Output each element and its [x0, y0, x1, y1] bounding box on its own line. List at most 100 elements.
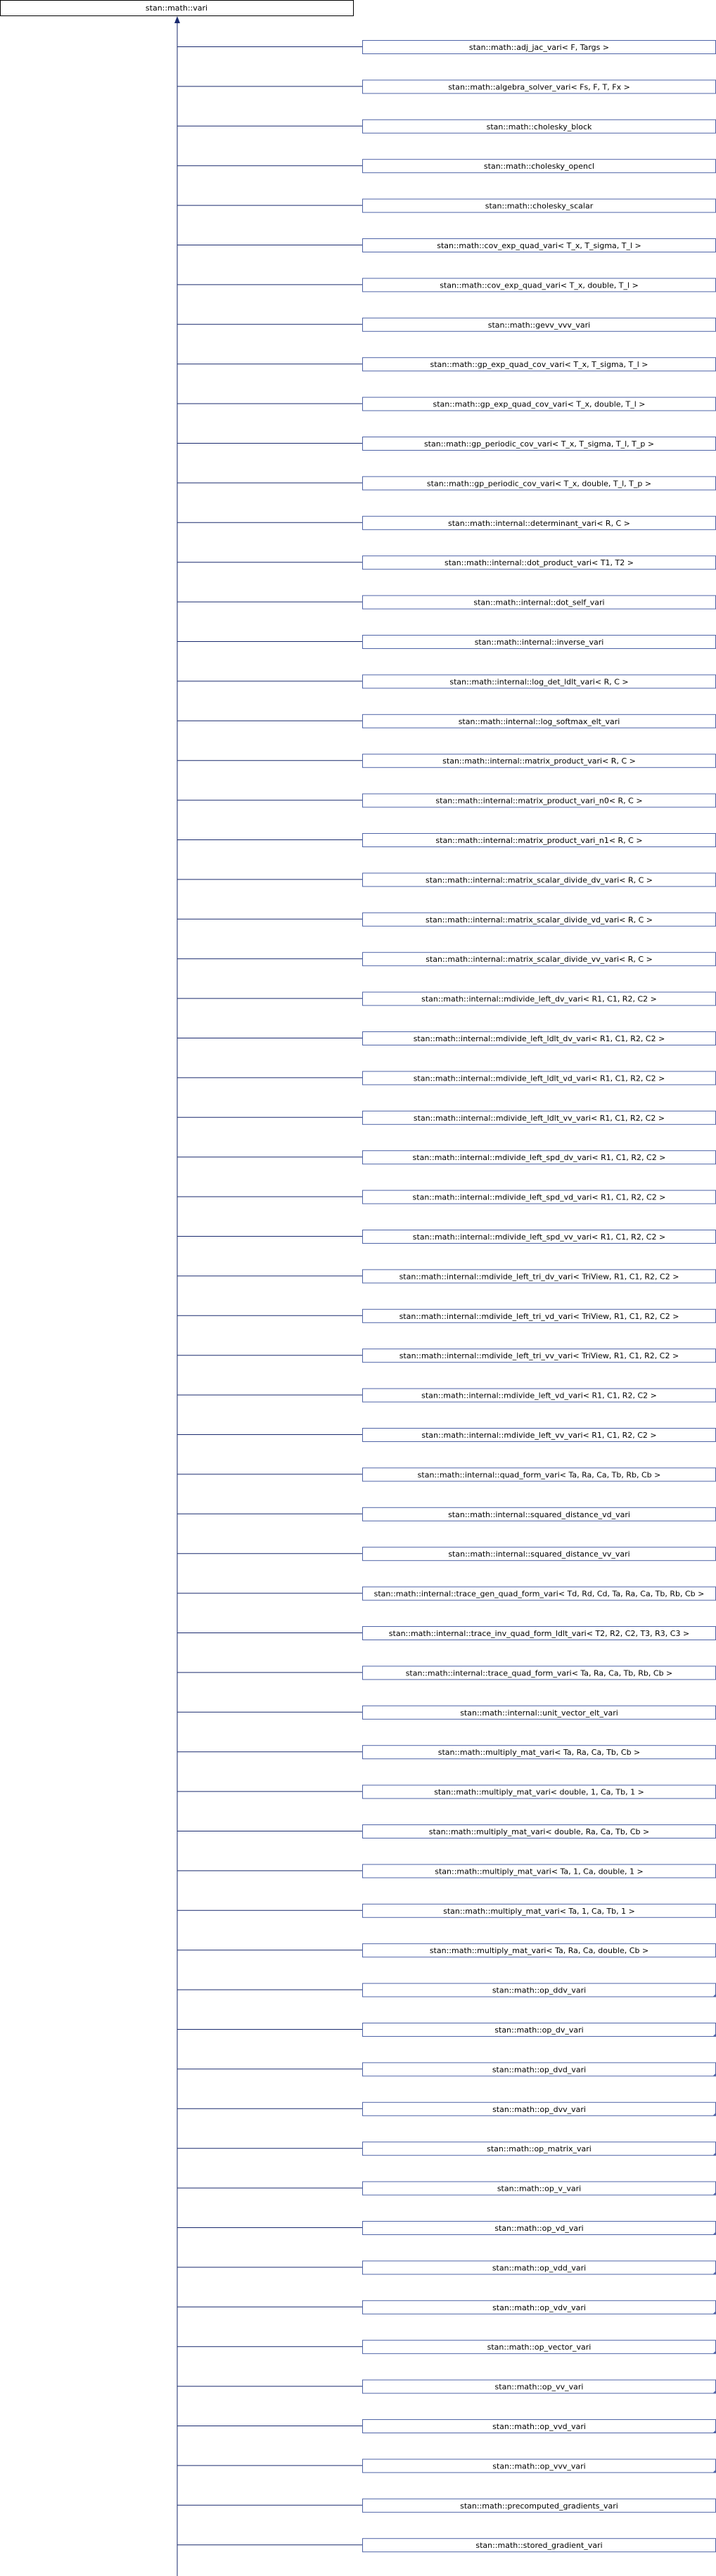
derived-class-node[interactable]: stan::math::internal::inverse_vari [362, 635, 716, 649]
truncated-indicator-icon [712, 2311, 716, 2314]
derived-class-label: stan::math::cholesky_block [487, 122, 592, 131]
derived-class-label: stan::math::gp_periodic_cov_vari< T_x, T… [424, 439, 654, 449]
derived-class-node[interactable]: stan::math::internal::mdivide_left_spd_v… [362, 1190, 716, 1204]
derived-class-node[interactable]: stan::math::internal::matrix_scalar_divi… [362, 952, 716, 967]
derived-class-node[interactable]: stan::math::internal::mdivide_left_vv_va… [362, 1428, 716, 1442]
derived-class-node[interactable]: stan::math::internal::squared_distance_v… [362, 1507, 716, 1521]
derived-class-node[interactable]: stan::math::op_vd_vari [362, 2221, 716, 2235]
derived-class-node[interactable]: stan::math::cholesky_opencl [362, 159, 716, 174]
derived-class-node[interactable]: stan::math::multiply_mat_vari< Ta, Ra, C… [362, 1943, 716, 1958]
derived-class-node[interactable]: stan::math::cholesky_block [362, 119, 716, 134]
derived-class-label: stan::math::internal::squared_distance_v… [448, 1550, 629, 1559]
derived-class-node[interactable]: stan::math::op_matrix_vari [362, 2142, 716, 2156]
derived-class-node[interactable]: stan::math::algebra_solver_vari< Fs, F, … [362, 79, 716, 94]
derived-class-node[interactable]: stan::math::op_vdd_vari [362, 2260, 716, 2275]
derived-class-node[interactable]: stan::math::adj_jac_vari< F, Targs > [362, 40, 716, 54]
derived-class-node[interactable]: stan::math::internal::mdivide_left_vd_va… [362, 1388, 716, 1403]
derived-class-node[interactable]: stan::math::op_vvv_vari [362, 2459, 716, 2473]
derived-class-label: stan::math::internal::log_softmax_elt_va… [459, 717, 620, 726]
derived-class-label: stan::math::gp_periodic_cov_vari< T_x, d… [427, 479, 651, 488]
derived-class-node[interactable]: stan::math::multiply_mat_vari< Ta, Ra, C… [362, 1745, 716, 1760]
truncated-indicator-icon [712, 2430, 716, 2433]
derived-class-node[interactable]: stan::math::stored_gradient_vari [362, 2538, 716, 2553]
derived-class-label: stan::math::internal::trace_gen_quad_for… [374, 1590, 705, 1599]
derived-class-node[interactable]: stan::math::internal::quad_form_vari< Ta… [362, 1467, 716, 1482]
derived-class-node[interactable]: stan::math::internal::matrix_product_var… [362, 793, 716, 808]
derived-class-node[interactable]: stan::math::internal::matrix_product_var… [362, 833, 716, 847]
derived-class-node[interactable]: stan::math::internal::trace_gen_quad_for… [362, 1586, 716, 1601]
derived-class-label: stan::math::internal::mdivide_left_ldlt_… [414, 1034, 665, 1043]
derived-class-node[interactable]: stan::math::internal::mdivide_left_tri_v… [362, 1348, 716, 1363]
derived-class-node[interactable]: stan::math::multiply_mat_vari< double, 1… [362, 1784, 716, 1799]
derived-class-label: stan::math::internal::dot_self_vari [473, 598, 604, 607]
derived-class-label: stan::math::internal::mdivide_left_vd_va… [421, 1391, 657, 1400]
inheritance-edges [174, 16, 363, 2576]
derived-class-node[interactable]: stan::math::internal::determinant_vari< … [362, 515, 716, 530]
derived-class-label: stan::math::internal::matrix_product_var… [435, 836, 642, 845]
derived-class-label: stan::math::internal::mdivide_left_spd_v… [413, 1232, 665, 1242]
derived-class-label: stan::math::internal::mdivide_left_vv_va… [421, 1431, 656, 1440]
derived-class-node[interactable]: stan::math::cov_exp_quad_vari< T_x, doub… [362, 278, 716, 292]
derived-class-node[interactable]: stan::math::multiply_mat_vari< Ta, 1, Ca… [362, 1903, 716, 1918]
derived-class-node[interactable]: stan::math::internal::mdivide_left_tri_v… [362, 1308, 716, 1323]
derived-class-label: stan::math::cholesky_opencl [484, 162, 594, 171]
derived-class-node[interactable]: stan::math::cholesky_scalar [362, 198, 716, 213]
derived-class-node[interactable]: stan::math::gp_periodic_cov_vari< T_x, d… [362, 476, 716, 491]
derived-class-node[interactable]: stan::math::internal::mdivide_left_ldlt_… [362, 1110, 716, 1125]
derived-class-node[interactable]: stan::math::gp_periodic_cov_vari< T_x, T… [362, 437, 716, 451]
derived-class-node[interactable]: stan::math::internal::log_softmax_elt_va… [362, 714, 716, 728]
derived-class-node[interactable]: stan::math::internal::unit_vector_elt_va… [362, 1705, 716, 1720]
derived-class-label: stan::math::cholesky_scalar [485, 202, 594, 211]
derived-class-node[interactable]: stan::math::internal::mdivide_left_spd_d… [362, 1150, 716, 1165]
derived-class-label: stan::math::op_v_vari [497, 2184, 581, 2194]
truncated-indicator-icon [712, 2350, 716, 2354]
derived-class-label: stan::math::internal::inverse_vari [475, 638, 604, 647]
derived-class-node[interactable]: stan::math::cov_exp_quad_vari< T_x, T_si… [362, 238, 716, 252]
derived-class-node[interactable]: stan::math::gp_exp_quad_cov_vari< T_x, d… [362, 397, 716, 411]
derived-class-node[interactable]: stan::math::op_dvd_vari [362, 2062, 716, 2077]
truncated-indicator-icon [712, 2192, 716, 2196]
derived-class-node[interactable]: stan::math::internal::mdivide_left_ldlt_… [362, 1071, 716, 1086]
derived-class-label: stan::math::multiply_mat_vari< Ta, 1, Ca… [435, 1867, 644, 1876]
derived-class-label: stan::math::internal::determinant_vari< … [448, 519, 630, 528]
derived-class-label: stan::math::op_vd_vari [494, 2224, 583, 2233]
derived-class-node[interactable]: stan::math::op_dv_vari [362, 2023, 716, 2037]
derived-class-node[interactable]: stan::math::op_v_vari [362, 2181, 716, 2196]
derived-class-label: stan::math::internal::trace_inv_quad_for… [389, 1629, 689, 1638]
derived-class-node[interactable]: stan::math::internal::matrix_scalar_divi… [362, 872, 716, 887]
derived-class-node[interactable]: stan::math::op_vvd_vari [362, 2419, 716, 2433]
derived-class-node[interactable]: stan::math::multiply_mat_vari< double, R… [362, 1824, 716, 1838]
derived-class-label: stan::math::op_vvd_vari [492, 2422, 586, 2431]
derived-class-node[interactable]: stan::math::internal::squared_distance_v… [362, 1547, 716, 1561]
derived-class-node[interactable]: stan::math::internal::matrix_scalar_divi… [362, 912, 716, 927]
derived-class-node[interactable]: stan::math::precomputed_gradients_vari [362, 2498, 716, 2513]
derived-class-node[interactable]: stan::math::internal::mdivide_left_tri_d… [362, 1269, 716, 1284]
derived-class-node[interactable]: stan::math::op_ddv_vari [362, 1983, 716, 1997]
derived-class-node[interactable]: stan::math::gp_exp_quad_cov_vari< T_x, T… [362, 357, 716, 372]
derived-class-label: stan::math::internal::quad_form_vari< Ta… [418, 1470, 661, 1479]
derived-class-node[interactable]: stan::math::internal::mdivide_left_dv_va… [362, 991, 716, 1006]
derived-class-node[interactable]: stan::math::internal::log_det_ldlt_vari<… [362, 674, 716, 689]
derived-class-label: stan::math::op_vdv_vari [492, 2303, 586, 2312]
truncated-indicator-icon [712, 2469, 716, 2473]
derived-class-node[interactable]: stan::math::internal::trace_inv_quad_for… [362, 1626, 716, 1640]
derived-class-node[interactable]: stan::math::op_vdv_vari [362, 2300, 716, 2314]
derived-class-node[interactable]: stan::math::gevv_vvv_vari [362, 317, 716, 332]
derived-class-node[interactable]: stan::math::op_vv_vari [362, 2379, 716, 2394]
derived-class-node[interactable]: stan::math::internal::mdivide_left_ldlt_… [362, 1031, 716, 1045]
derived-class-node[interactable]: stan::math::internal::dot_self_vari [362, 595, 716, 610]
derived-class-node[interactable]: stan::math::internal::matrix_product_var… [362, 754, 716, 768]
derived-class-label: stan::math::op_ddv_vari [492, 1986, 586, 1995]
derived-class-node[interactable]: stan::math::multiply_mat_vari< Ta, 1, Ca… [362, 1864, 716, 1879]
derived-class-label: stan::math::gp_exp_quad_cov_vari< T_x, T… [430, 360, 648, 369]
derived-class-node[interactable]: stan::math::op_dvv_vari [362, 2101, 716, 2116]
derived-class-label: stan::math::algebra_solver_vari< Fs, F, … [448, 82, 630, 91]
base-class-node[interactable]: stan::math::vari [0, 0, 354, 16]
derived-class-label: stan::math::op_matrix_vari [487, 2144, 592, 2153]
derived-class-node[interactable]: stan::math::internal::mdivide_left_spd_v… [362, 1230, 716, 1244]
derived-class-label: stan::math::internal::mdivide_left_tri_v… [399, 1312, 679, 1321]
derived-class-node[interactable]: stan::math::internal::trace_quad_form_va… [362, 1666, 716, 1680]
derived-class-label: stan::math::internal::mdivide_left_tri_v… [399, 1351, 679, 1360]
derived-class-node[interactable]: stan::math::internal::dot_product_vari< … [362, 555, 716, 570]
derived-class-node[interactable]: stan::math::op_vector_vari [362, 2340, 716, 2355]
